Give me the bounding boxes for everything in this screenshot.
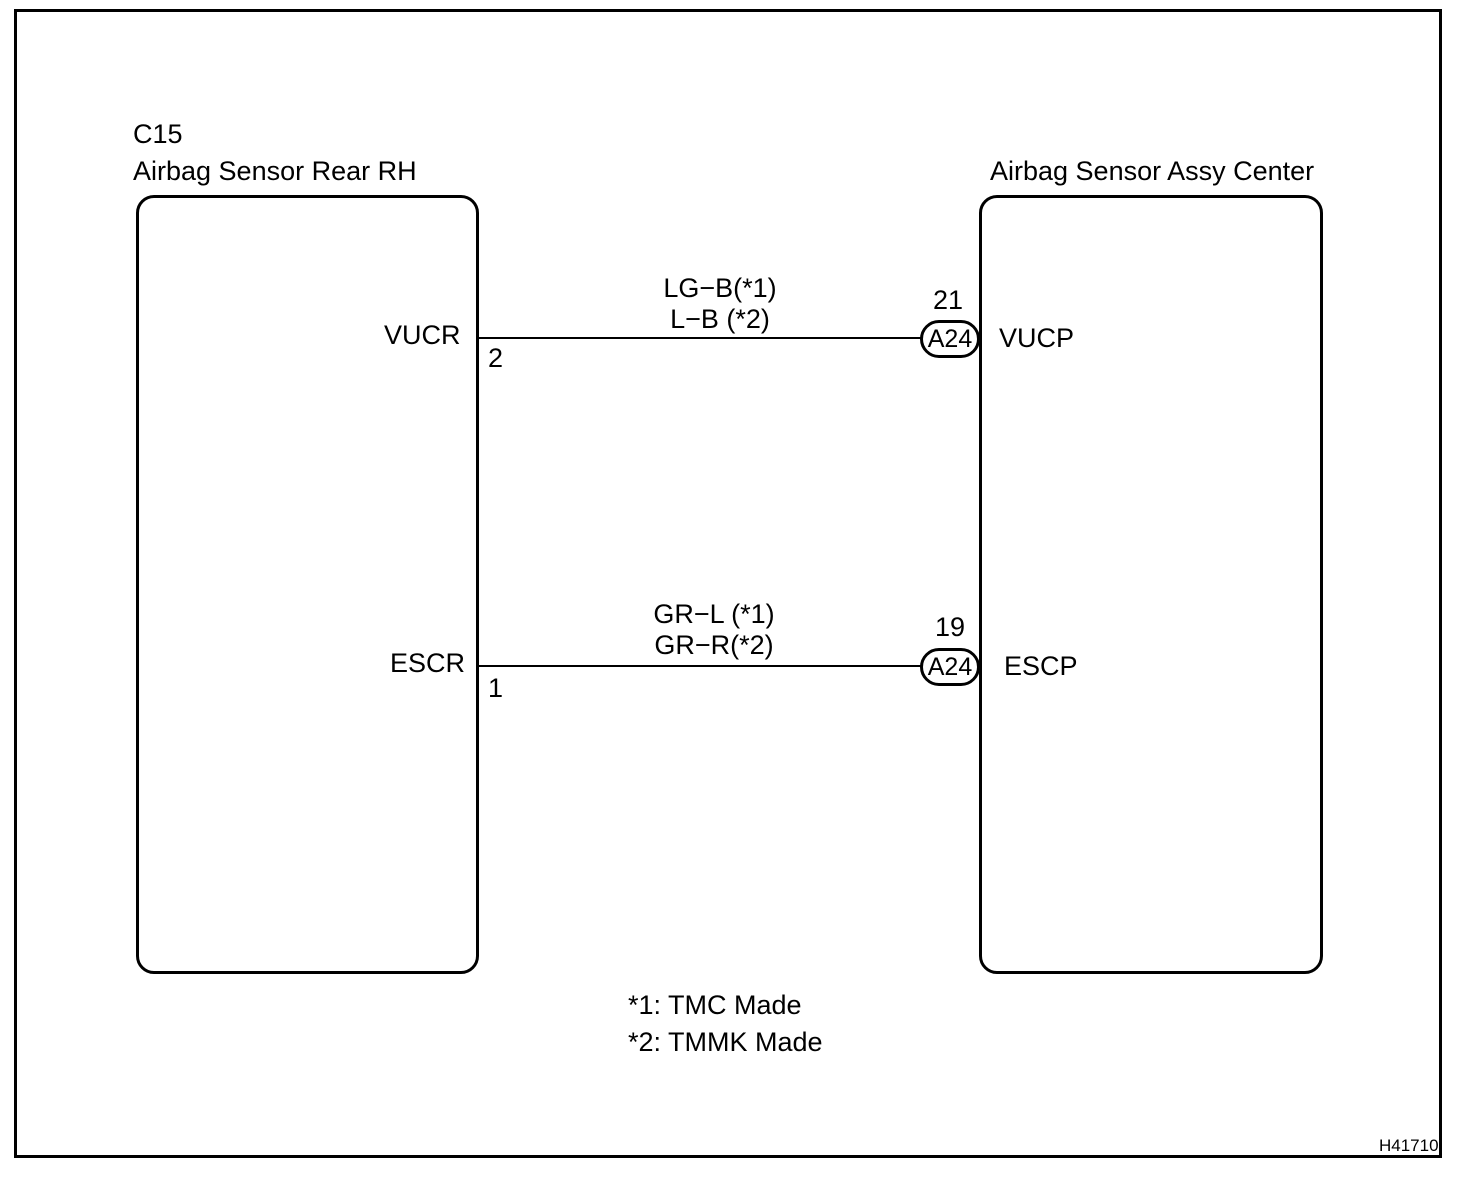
left-pin-number-2: 2	[488, 343, 504, 373]
right-pin-label-vucp: VUCP	[999, 323, 1075, 353]
connector-a24-top: A24	[920, 320, 980, 358]
wire-2	[477, 665, 923, 667]
right-pin-number-19: 19	[934, 612, 966, 642]
note-1: *1: TMC Made	[628, 990, 802, 1020]
wire-1-color-1: LG−B(*1)	[663, 273, 777, 303]
right-pin-number-21: 21	[932, 285, 964, 315]
left-pin-number-1: 1	[488, 673, 504, 703]
wire-1-color-2: L−B (*2)	[670, 304, 770, 334]
left-component-code: C15	[133, 119, 183, 149]
right-pin-label-escp: ESCP	[1004, 651, 1078, 681]
connector-a24-bottom: A24	[920, 648, 980, 686]
left-component-box	[136, 195, 479, 974]
left-pin-label-vucr: VUCR	[384, 320, 461, 350]
wire-2-color-2: GR−R(*2)	[654, 630, 774, 660]
wire-2-color-1: GR−L (*1)	[653, 599, 775, 629]
diagram-frame	[14, 9, 1442, 1158]
right-component-box	[979, 195, 1323, 974]
wire-1	[477, 337, 923, 339]
left-component-name: Airbag Sensor Rear RH	[133, 156, 417, 186]
figure-id: H41710	[1379, 1136, 1439, 1155]
right-component-name: Airbag Sensor Assy Center	[990, 156, 1315, 186]
note-2: *2: TMMK Made	[628, 1027, 823, 1057]
left-pin-label-escr: ESCR	[390, 648, 466, 678]
